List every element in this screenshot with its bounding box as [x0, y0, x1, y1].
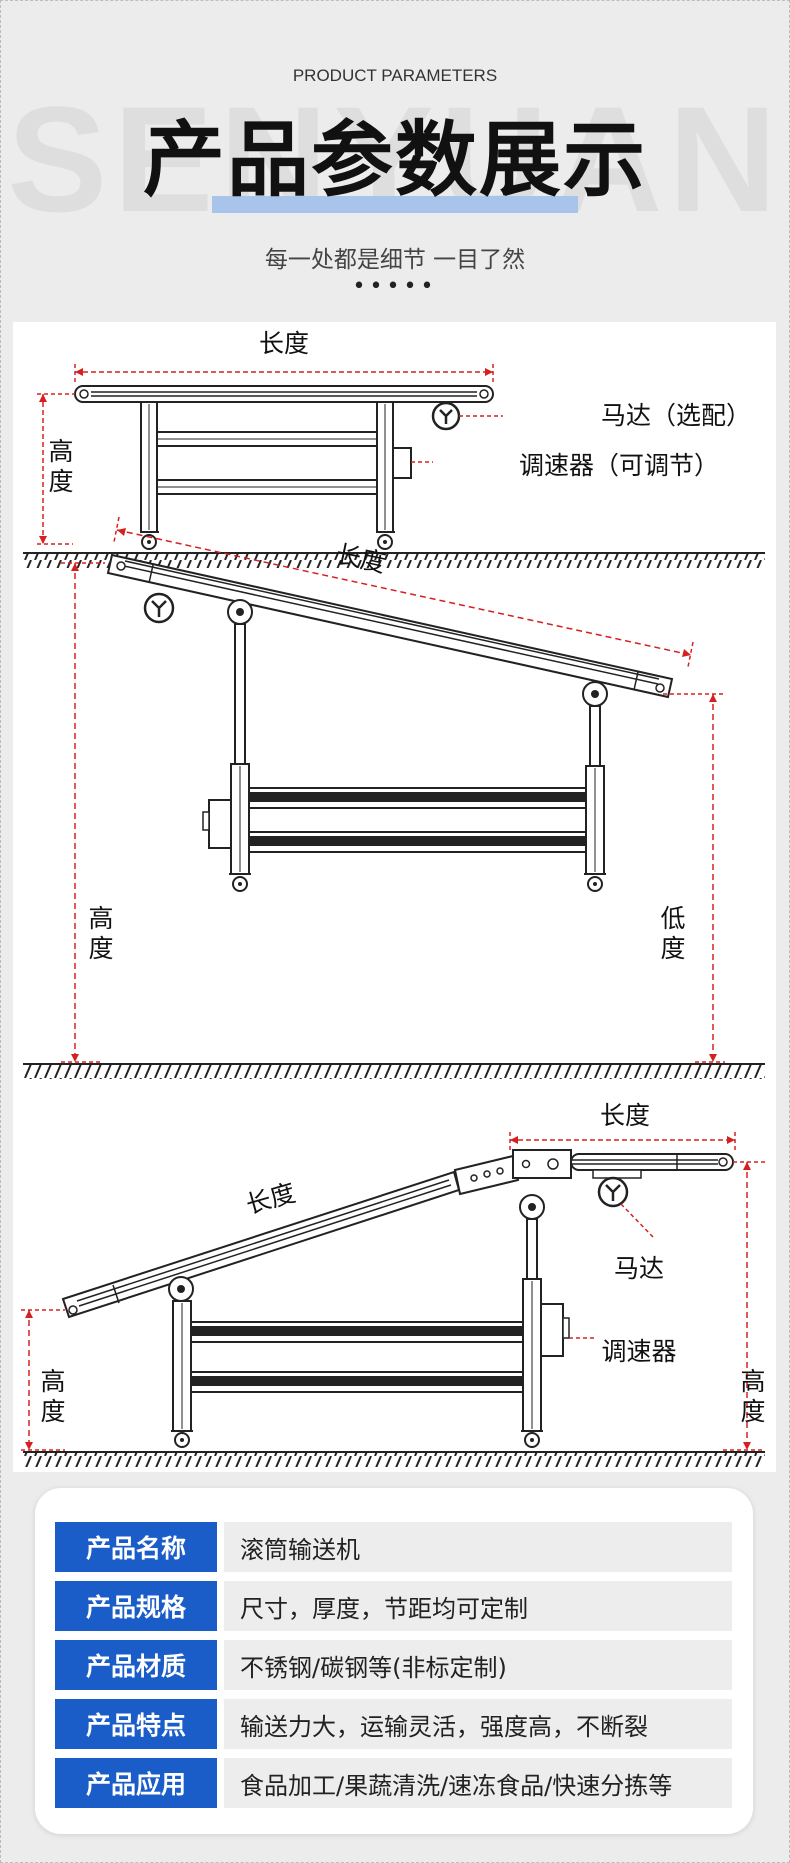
header: SENYUAN PRODUCT PARAMETERS 产品参数展示 每一处都是细…	[0, 0, 790, 320]
param-value: 食品加工/果蔬清洗/速冻食品/快速分拣等	[224, 1758, 732, 1808]
param-row-features: 产品特点 输送力大，运输灵活，强度高，不断裂	[55, 1699, 732, 1749]
conveyor-diagrams: 长度 高 度 马达（选配） 调速器（可调节）	[21, 329, 766, 1467]
title-highlight-bar	[212, 196, 578, 213]
d2-low-label-top: 低	[660, 904, 685, 933]
d3-flat-length-label: 长度	[600, 1101, 650, 1130]
tagline: 每一处都是细节 一目了然	[264, 247, 526, 273]
diagram-panel: 长度 高 度 马达（选配） 调速器（可调节）	[13, 322, 776, 1472]
param-row-application: 产品应用 食品加工/果蔬清洗/速冻食品/快速分拣等	[55, 1758, 732, 1808]
d3-incline-length-label: 长度	[243, 1178, 299, 1220]
page-title: 产品参数展示	[142, 113, 647, 208]
param-row-material: 产品材质 不锈钢/碳钢等(非标定制)	[55, 1640, 732, 1690]
dots-divider: •••••	[352, 274, 438, 299]
d1-height-label-top: 高	[48, 437, 73, 466]
subtitle-en: PRODUCT PARAMETERS	[292, 66, 498, 85]
param-value: 滚筒输送机	[224, 1522, 732, 1572]
d2-high-label-top: 高	[88, 904, 113, 933]
param-label: 产品名称	[55, 1522, 217, 1572]
param-label: 产品材质	[55, 1640, 217, 1690]
d2-low-label-bottom: 度	[660, 934, 685, 963]
diagram-incline-flat-conveyor: 长度 长度 马达 调速器 高 度 高 度	[21, 1101, 766, 1467]
d1-height-label-bottom: 度	[48, 467, 73, 496]
d3-right-height-label-top: 高	[740, 1367, 765, 1396]
product-parameters-table: 产品名称 滚筒输送机 产品规格 尺寸，厚度，节距均可定制 产品材质 不锈钢/碳钢…	[35, 1488, 753, 1834]
param-label: 产品规格	[55, 1581, 217, 1631]
param-value: 不锈钢/碳钢等(非标定制)	[224, 1640, 732, 1690]
param-label: 产品应用	[55, 1758, 217, 1808]
d1-motor-label: 马达（选配）	[601, 401, 751, 430]
d3-motor-label: 马达	[614, 1254, 664, 1283]
param-value: 输送力大，运输灵活，强度高，不断裂	[224, 1699, 732, 1749]
d3-speed-controller-label: 调速器	[601, 1337, 676, 1366]
d3-right-height-label-bottom: 度	[740, 1397, 765, 1426]
d3-left-height-label-top: 高	[40, 1367, 65, 1396]
param-row-name: 产品名称 滚筒输送机	[55, 1522, 732, 1572]
diagram-inclined-conveyor: 长度 高 度 低 度	[23, 516, 765, 1079]
param-value: 尺寸，厚度，节距均可定制	[224, 1581, 732, 1631]
param-row-spec: 产品规格 尺寸，厚度，节距均可定制	[55, 1581, 732, 1631]
param-label: 产品特点	[55, 1699, 217, 1749]
d1-speed-controller-label: 调速器（可调节）	[519, 451, 719, 480]
diagram-flat-conveyor: 长度 高 度 马达（选配） 调速器（可调节）	[23, 329, 765, 568]
d1-length-label: 长度	[259, 329, 309, 358]
d3-left-height-label-bottom: 度	[40, 1397, 65, 1426]
d2-high-label-bottom: 度	[88, 934, 113, 963]
